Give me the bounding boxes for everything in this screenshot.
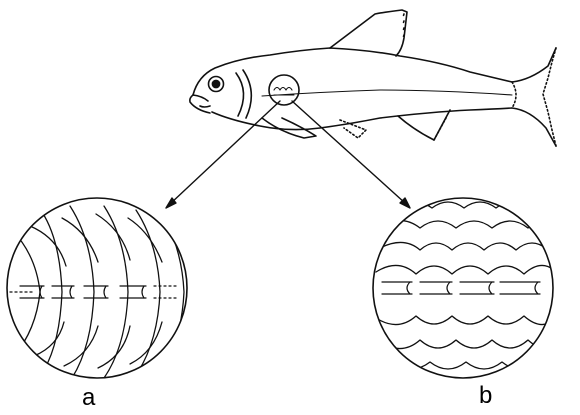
- gill-cover: [236, 73, 244, 116]
- fish-back: [193, 48, 512, 95]
- panel-b-label: b: [479, 384, 492, 408]
- fish-head: [190, 95, 210, 113]
- panel-a-label: a: [82, 386, 95, 410]
- scale-panel-a: [7, 198, 187, 378]
- fish-belly: [212, 108, 512, 130]
- panel-b-circle: [373, 198, 553, 378]
- scale-panel-b: [373, 198, 556, 378]
- fish-illustration: [190, 10, 556, 146]
